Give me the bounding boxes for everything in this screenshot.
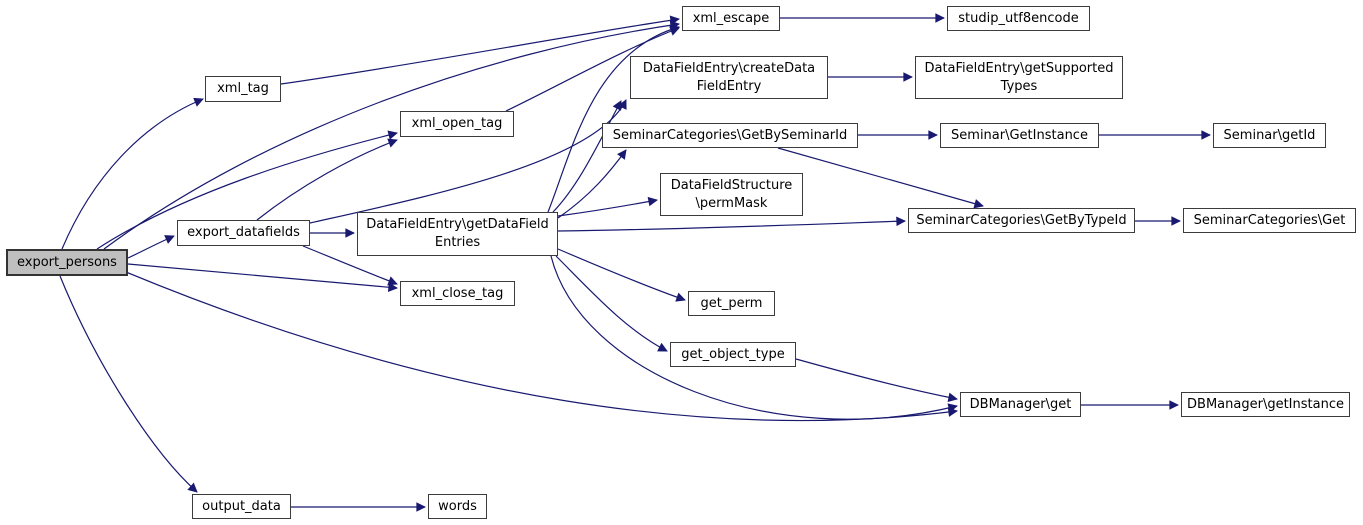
node-words[interactable]: words	[428, 494, 487, 519]
node-DBManager_get[interactable]: DBManager\get	[960, 392, 1081, 417]
node-SeminarCategories_Get[interactable]: SeminarCategories\Get	[1183, 208, 1356, 233]
edge-getDataFieldEntries-createDataFieldEntry	[552, 100, 622, 213]
node-get_object_type[interactable]: get_object_type	[670, 342, 796, 367]
node-Seminar_getId[interactable]: Seminar\getId	[1213, 123, 1326, 148]
node-GetBySeminarId[interactable]: SeminarCategories\GetBySeminarId	[602, 123, 858, 148]
edge-export_persons-xml_tag	[61, 97, 204, 250]
node-output_data[interactable]: output_data	[192, 494, 291, 519]
edge-export_persons-export_datafields	[127, 235, 175, 259]
edge-xml_tag-xml_escape	[280, 15, 680, 85]
edge-getDataFieldEntries-get_object_type	[555, 255, 668, 352]
edge-getDataFieldEntries-GetByTypeId	[557, 216, 906, 232]
edge-export_datafields-xml_open_tag	[256, 138, 398, 221]
node-permMask[interactable]: DataFieldStructure \permMask	[660, 173, 803, 216]
node-GetByTypeId[interactable]: SeminarCategories\GetByTypeId	[908, 208, 1135, 233]
edge-export_persons-xml_escape	[103, 20, 680, 250]
edge-export_datafields-xml_close_tag	[302, 245, 398, 286]
node-xml_close_tag[interactable]: xml_close_tag	[400, 281, 515, 306]
edge-get_object_type-DBManager_get	[795, 358, 958, 403]
node-DBManager_getInstance[interactable]: DBManager\getInstance	[1181, 392, 1350, 417]
edge-export_persons-DBManager_get	[125, 271, 958, 422]
edge-export_persons-xml_close_tag	[127, 263, 398, 292]
edge-group	[59, 13, 1211, 512]
node-getSupportedTypes[interactable]: DataFieldEntry\getSupported Types	[915, 56, 1123, 99]
node-export_persons[interactable]: export_persons	[6, 249, 128, 276]
edge-getDataFieldEntries-get_perm	[557, 248, 686, 302]
node-getDataFieldEntries[interactable]: DataFieldEntry\getDataField Entries	[357, 212, 558, 256]
node-createDataFieldEntry[interactable]: DataFieldEntry\createData FieldEntry	[630, 56, 828, 99]
node-studip_utf8encode[interactable]: studip_utf8encode	[947, 6, 1090, 31]
node-xml_escape[interactable]: xml_escape	[682, 6, 780, 31]
node-Seminar_GetInstance[interactable]: Seminar\GetInstance	[940, 123, 1099, 148]
edge-export_persons-output_data	[59, 275, 198, 493]
node-xml_open_tag[interactable]: xml_open_tag	[400, 111, 514, 137]
edge-getDataFieldEntries-permMask	[557, 196, 658, 217]
edge-GetBySeminarId-GetByTypeId	[777, 147, 984, 209]
edge-getDataFieldEntries-DBManager_get	[550, 255, 958, 420]
edge-getDataFieldEntries-GetBySeminarId	[557, 149, 627, 219]
edge-xml_open_tag-xml_escape	[505, 26, 680, 112]
node-xml_tag[interactable]: xml_tag	[205, 76, 281, 102]
node-get_perm[interactable]: get_perm	[688, 291, 775, 316]
node-export_datafields[interactable]: export_datafields	[177, 220, 310, 246]
